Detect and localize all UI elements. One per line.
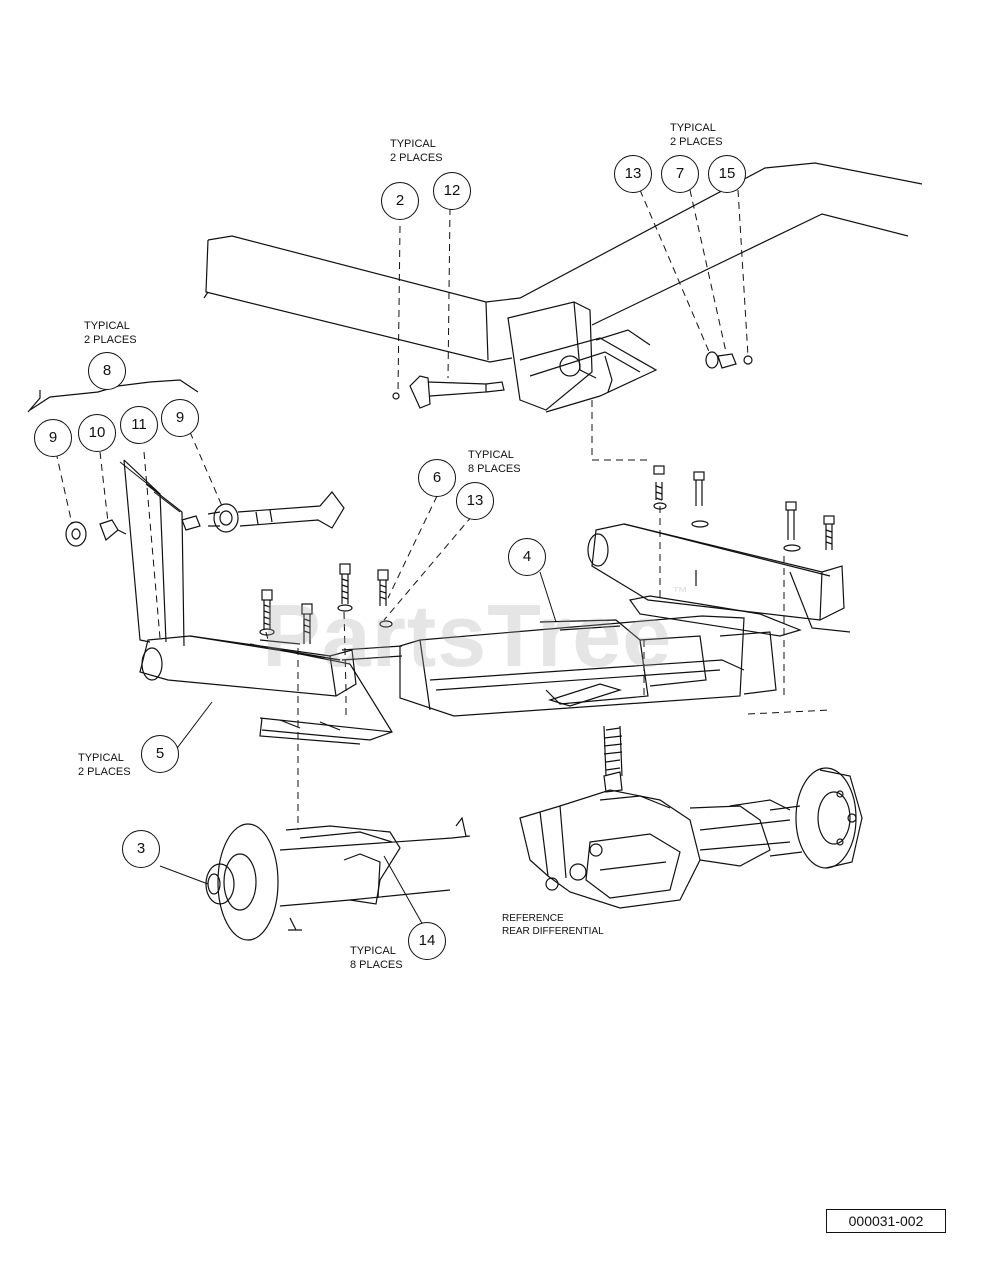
left-radius-arm <box>139 635 393 745</box>
callout-4: 4 <box>508 538 546 576</box>
drawing-code: 000031-002 <box>826 1209 946 1233</box>
note-reference-rear-differential: REFERENCE REAR DIFFERENTIAL <box>502 913 604 937</box>
pivot-bolt-12 <box>392 375 505 409</box>
callout-10: 10 <box>78 414 116 452</box>
callout-5: 5 <box>141 735 179 773</box>
note-typical-2-places: TYPICAL 2 PLACES <box>670 122 723 148</box>
right-radius-arm <box>587 523 851 637</box>
callout-12: 12 <box>433 172 471 210</box>
callout-7: 7 <box>661 155 699 193</box>
watermark: PartsTree™ <box>262 585 690 685</box>
callout-9: 9 <box>34 419 72 457</box>
callout-9: 9 <box>161 399 199 437</box>
top-right-hardware <box>705 351 753 369</box>
callout-13: 13 <box>456 482 494 520</box>
right-arm-bolts <box>653 465 835 552</box>
callout-14: 14 <box>408 922 446 960</box>
note-typical-2-places: TYPICAL 2 PLACES <box>390 138 443 164</box>
callout-13: 13 <box>614 155 652 193</box>
callout-6: 6 <box>418 459 456 497</box>
note-typical-2-places: TYPICAL 2 PLACES <box>78 752 131 778</box>
callout-3: 3 <box>122 830 160 868</box>
left-arm-assembly <box>27 379 345 647</box>
frame-rail <box>203 162 923 363</box>
solid-leaders <box>119 461 557 935</box>
upper-axle-bracket <box>507 301 658 413</box>
note-typical-8-places: TYPICAL 8 PLACES <box>468 449 521 475</box>
callout-8: 8 <box>88 352 126 390</box>
note-typical-2-places: TYPICAL 2 PLACES <box>84 320 137 346</box>
left-arm-bolts <box>259 563 393 644</box>
callout-2: 2 <box>381 182 419 220</box>
rear-axle <box>205 725 863 941</box>
callout-15: 15 <box>708 155 746 193</box>
leader-lines <box>55 189 831 830</box>
callout-11: 11 <box>120 406 158 444</box>
note-typical-8-places: TYPICAL 8 PLACES <box>350 945 403 971</box>
